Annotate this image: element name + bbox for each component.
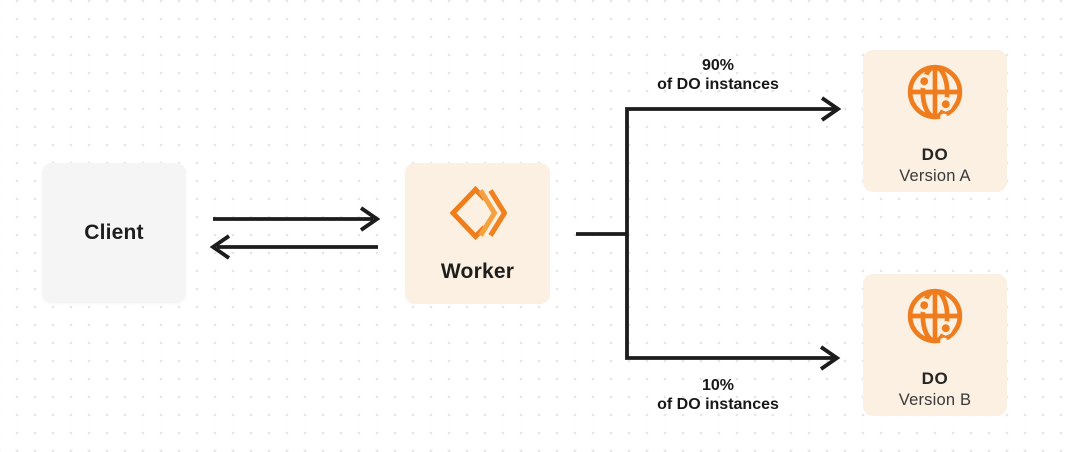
do-a-subtitle: Version A [899, 167, 971, 185]
durable-object-globe-icon [907, 288, 963, 346]
arrowhead-to-do-a [820, 96, 842, 122]
do-b-subtitle: Version B [898, 391, 972, 409]
fork-connector [576, 96, 842, 371]
request-arrow [213, 206, 381, 232]
durable-object-globe-icon [907, 64, 963, 122]
do-b-title: DO [921, 369, 949, 388]
client-node: Client [42, 163, 186, 303]
arrowhead-to-do-b [819, 345, 841, 371]
worker-label: Worker [440, 260, 515, 283]
do-a-title: DO [921, 145, 949, 164]
split-bottom-caption: of DO instances [657, 396, 779, 413]
client-worker-arrows [209, 206, 381, 260]
do-version-b-node: DO Version B [863, 274, 1007, 416]
split-top-percent: 90% [701, 57, 735, 74]
split-lines [625, 107, 838, 360]
split-bottom-percent: 10% [701, 377, 735, 394]
response-arrow [209, 234, 378, 260]
cloudflare-workers-icon [449, 186, 507, 240]
worker-node: Worker [405, 163, 550, 304]
split-top-caption: of DO instances [657, 76, 779, 93]
do-version-a-node: DO Version A [863, 50, 1007, 192]
traffic-split-label-90: 90% of DO instances [610, 56, 826, 94]
traffic-split-label-10: 10% of DO instances [610, 376, 826, 414]
client-label: Client [84, 221, 144, 244]
